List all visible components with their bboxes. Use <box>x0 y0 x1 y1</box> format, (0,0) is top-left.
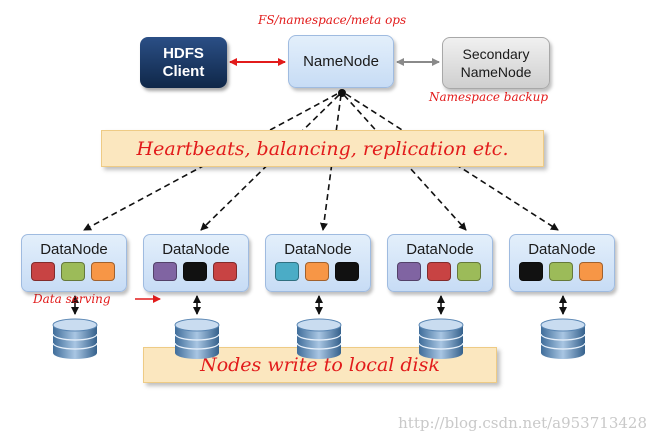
disk-icon <box>296 318 342 359</box>
heartbeats-banner-text: Heartbeats, balancing, replication etc. <box>136 137 509 160</box>
data-blocks <box>397 262 481 281</box>
data-block <box>519 262 543 281</box>
disk-icon <box>540 318 586 359</box>
data-block <box>457 262 481 281</box>
data-block <box>305 262 329 281</box>
data-block <box>31 262 55 281</box>
datanode-box: DataNode <box>509 234 615 292</box>
disk-icon <box>418 318 464 359</box>
namespace-backup-label: Namespace backup <box>429 90 549 104</box>
heartbeats-banner: Heartbeats, balancing, replication etc. <box>101 130 544 167</box>
disk-arrows <box>71 295 567 315</box>
disk-icon <box>52 318 98 359</box>
client-label-line1: HDFS <box>163 44 204 62</box>
namenode-label: NameNode <box>303 53 379 70</box>
client-label-line2: Client <box>162 62 205 80</box>
data-block <box>427 262 451 281</box>
data-block <box>213 262 237 281</box>
disk-icon <box>174 318 220 359</box>
data-block <box>549 262 573 281</box>
data-block <box>397 262 421 281</box>
watermark-text: http://blog.csdn.net/a953713428 <box>398 414 647 432</box>
namenode-box: NameNode <box>288 35 394 88</box>
secondary-label-line1: Secondary <box>462 46 530 62</box>
datanode-label: DataNode <box>406 241 474 258</box>
data-block <box>183 262 207 281</box>
data-block <box>335 262 359 281</box>
datanode-box: DataNode <box>265 234 371 292</box>
data-block <box>91 262 115 281</box>
data-block <box>275 262 299 281</box>
datanode-label: DataNode <box>162 241 230 258</box>
fs-ops-label: FS/namespace/meta ops <box>258 13 407 27</box>
local-disk-banner-text: Nodes write to local disk <box>200 354 440 376</box>
data-block <box>153 262 177 281</box>
data-blocks <box>153 262 237 281</box>
data-block <box>61 262 85 281</box>
datanode-label: DataNode <box>40 241 108 258</box>
namenode-fanout-hub <box>338 89 346 97</box>
data-blocks <box>519 262 603 281</box>
data-block <box>579 262 603 281</box>
datanode-box: DataNode <box>387 234 493 292</box>
data-blocks <box>31 262 115 281</box>
data-blocks <box>275 262 359 281</box>
datanode-label: DataNode <box>284 241 352 258</box>
datanode-box: DataNode <box>21 234 127 292</box>
data-serving-label: Data serving <box>33 292 111 306</box>
secondary-label-line2: NameNode <box>460 64 532 80</box>
datanode-label: DataNode <box>528 241 596 258</box>
datanode-box: DataNode <box>143 234 249 292</box>
